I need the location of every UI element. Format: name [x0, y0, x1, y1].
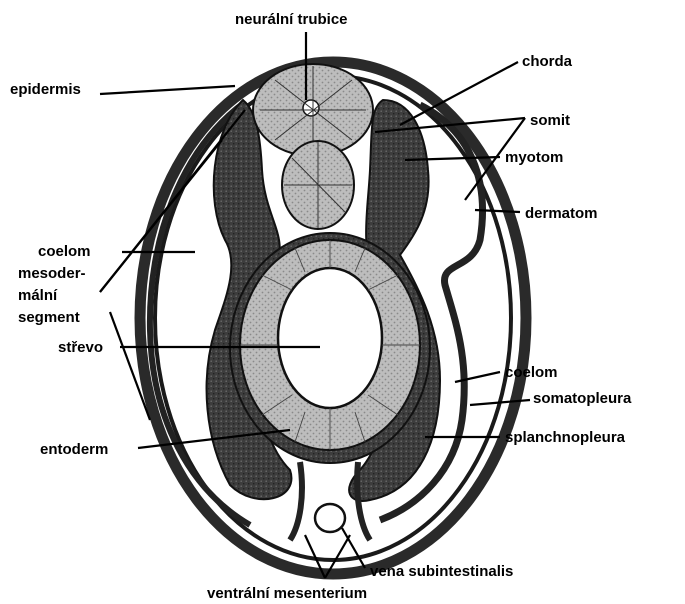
label-vena-subintestinalis: vena subintestinalis — [370, 563, 513, 580]
ventral-mesentery — [290, 462, 370, 540]
label-coelom-left: coelom — [38, 243, 91, 260]
label-ventralni-mesenterium: ventrální mesenterium — [207, 585, 367, 602]
label-strevo: střevo — [58, 339, 103, 356]
label-entoderm: entoderm — [40, 441, 108, 458]
chorda — [282, 141, 354, 229]
label-somatopleura: somatopleura — [533, 390, 632, 407]
label-mesodermalni-3: segment — [18, 309, 80, 326]
label-neuralni-trubice: neurální trubice — [235, 11, 348, 28]
label-somit: somit — [530, 112, 570, 129]
label-mesodermalni-2: mální — [18, 287, 58, 304]
label-mesodermalni-1: mesoder- — [18, 265, 86, 282]
label-splanchnopleura: splanchnopleura — [505, 429, 626, 446]
label-chorda: chorda — [522, 53, 573, 70]
label-dermatom: dermatom — [525, 205, 598, 222]
label-myotom: myotom — [505, 149, 563, 166]
label-coelom-right: coelom — [505, 364, 558, 381]
label-epidermis: epidermis — [10, 81, 81, 98]
